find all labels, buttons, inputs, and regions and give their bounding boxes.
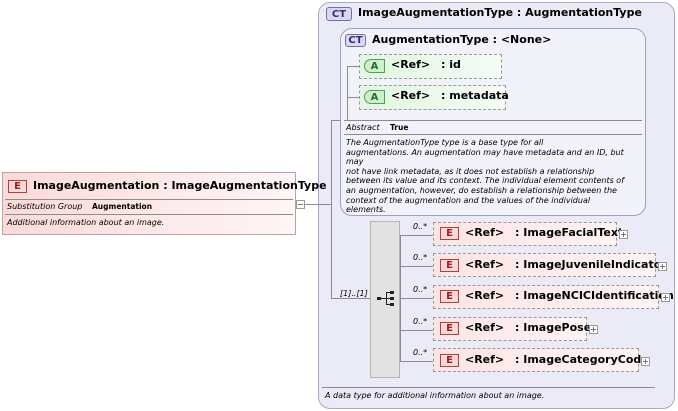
root-element-documentation: Additional information about an image. — [7, 218, 165, 227]
child-element-name: : ImageFacialText — [515, 226, 624, 239]
child-element-ref: <Ref> — [465, 226, 505, 239]
child-element-imagencicidentification[interactable] — [433, 285, 659, 309]
property-divider — [344, 134, 642, 135]
child-element-name: : ImageJuvenileIndicator — [515, 258, 667, 271]
attr-connector — [347, 97, 359, 98]
property-divider — [344, 120, 642, 121]
child-connector — [400, 235, 433, 236]
child-element-name: : ImagePose — [515, 321, 592, 334]
outer-doc-divider — [322, 387, 655, 388]
child-cardinality: 0..* — [413, 253, 428, 262]
element-icon: E — [440, 259, 459, 272]
complex-type-icon: CT — [326, 7, 352, 21]
element-icon: E — [440, 354, 459, 367]
child-element-name: : ImageCategoryCode — [515, 353, 649, 366]
child-cardinality: 0..* — [413, 222, 428, 231]
child-cardinality: 0..* — [413, 317, 428, 326]
attribute-name: : metadata — [441, 89, 509, 102]
child-connector — [400, 266, 433, 267]
sequence-connector — [331, 298, 370, 299]
attribute-icon: A — [364, 90, 385, 104]
expand-toggle-icon[interactable] — [661, 293, 670, 302]
child-element-ref: <Ref> — [465, 353, 505, 366]
substitution-group-label: Substitution Group — [7, 202, 83, 211]
inner-type-documentation: The AugmentationType type is a base type… — [346, 138, 625, 215]
expand-toggle-icon[interactable] — [658, 262, 667, 271]
property-divider — [5, 199, 293, 200]
expand-toggle-icon[interactable] — [641, 357, 650, 366]
child-cardinality: 0..* — [413, 348, 428, 357]
element-icon: E — [8, 180, 27, 193]
child-element-imagecategorycode[interactable] — [433, 348, 639, 372]
complex-type-icon: CT — [345, 34, 366, 47]
sequence-cardinality: [1]..[1] — [340, 289, 368, 298]
attribute-ref: <Ref> — [391, 89, 431, 102]
property-divider — [5, 214, 293, 215]
child-element-ref: <Ref> — [465, 258, 505, 271]
root-element-box[interactable] — [2, 172, 296, 235]
collapse-toggle-icon[interactable] — [296, 200, 305, 209]
child-cardinality: 0..* — [413, 285, 428, 294]
expand-toggle-icon[interactable] — [589, 325, 598, 334]
sequence-icon — [377, 291, 394, 306]
root-element-name: ImageAugmentation : ImageAugmentationTyp… — [33, 179, 327, 192]
abstract-label: Abstract — [346, 123, 380, 132]
child-element-imagejuvenileindicator[interactable] — [433, 253, 656, 277]
expand-toggle-icon[interactable] — [619, 230, 628, 239]
attribute-icon: A — [364, 59, 385, 73]
child-connector — [400, 361, 433, 362]
attr-connector — [347, 66, 359, 67]
substitution-group-value: Augmentation — [92, 202, 153, 211]
inner-type-name[interactable]: AugmentationType : <None> — [372, 33, 552, 46]
element-icon: E — [440, 290, 459, 303]
root-connector — [305, 204, 331, 205]
child-element-ref: <Ref> — [465, 289, 505, 302]
attribute-ref: <Ref> — [391, 58, 431, 71]
outer-type-documentation: A data type for additional information a… — [325, 391, 545, 400]
child-element-name: : ImageNCICIdentification — [515, 289, 674, 302]
attr-connector — [347, 66, 348, 120]
element-icon: E — [440, 322, 459, 335]
child-element-imagefacialtext[interactable] — [433, 222, 617, 246]
element-icon: E — [440, 227, 459, 240]
sequence-box[interactable] — [370, 221, 400, 378]
outer-type-name[interactable]: ImageAugmentationType : AugmentationType — [358, 6, 642, 19]
abstract-value: True — [390, 123, 409, 132]
attribute-name: : id — [441, 58, 461, 71]
child-connector — [400, 330, 433, 331]
root-connector — [331, 120, 341, 121]
root-connector — [331, 120, 332, 298]
child-connector — [400, 298, 433, 299]
child-element-ref: <Ref> — [465, 321, 505, 334]
